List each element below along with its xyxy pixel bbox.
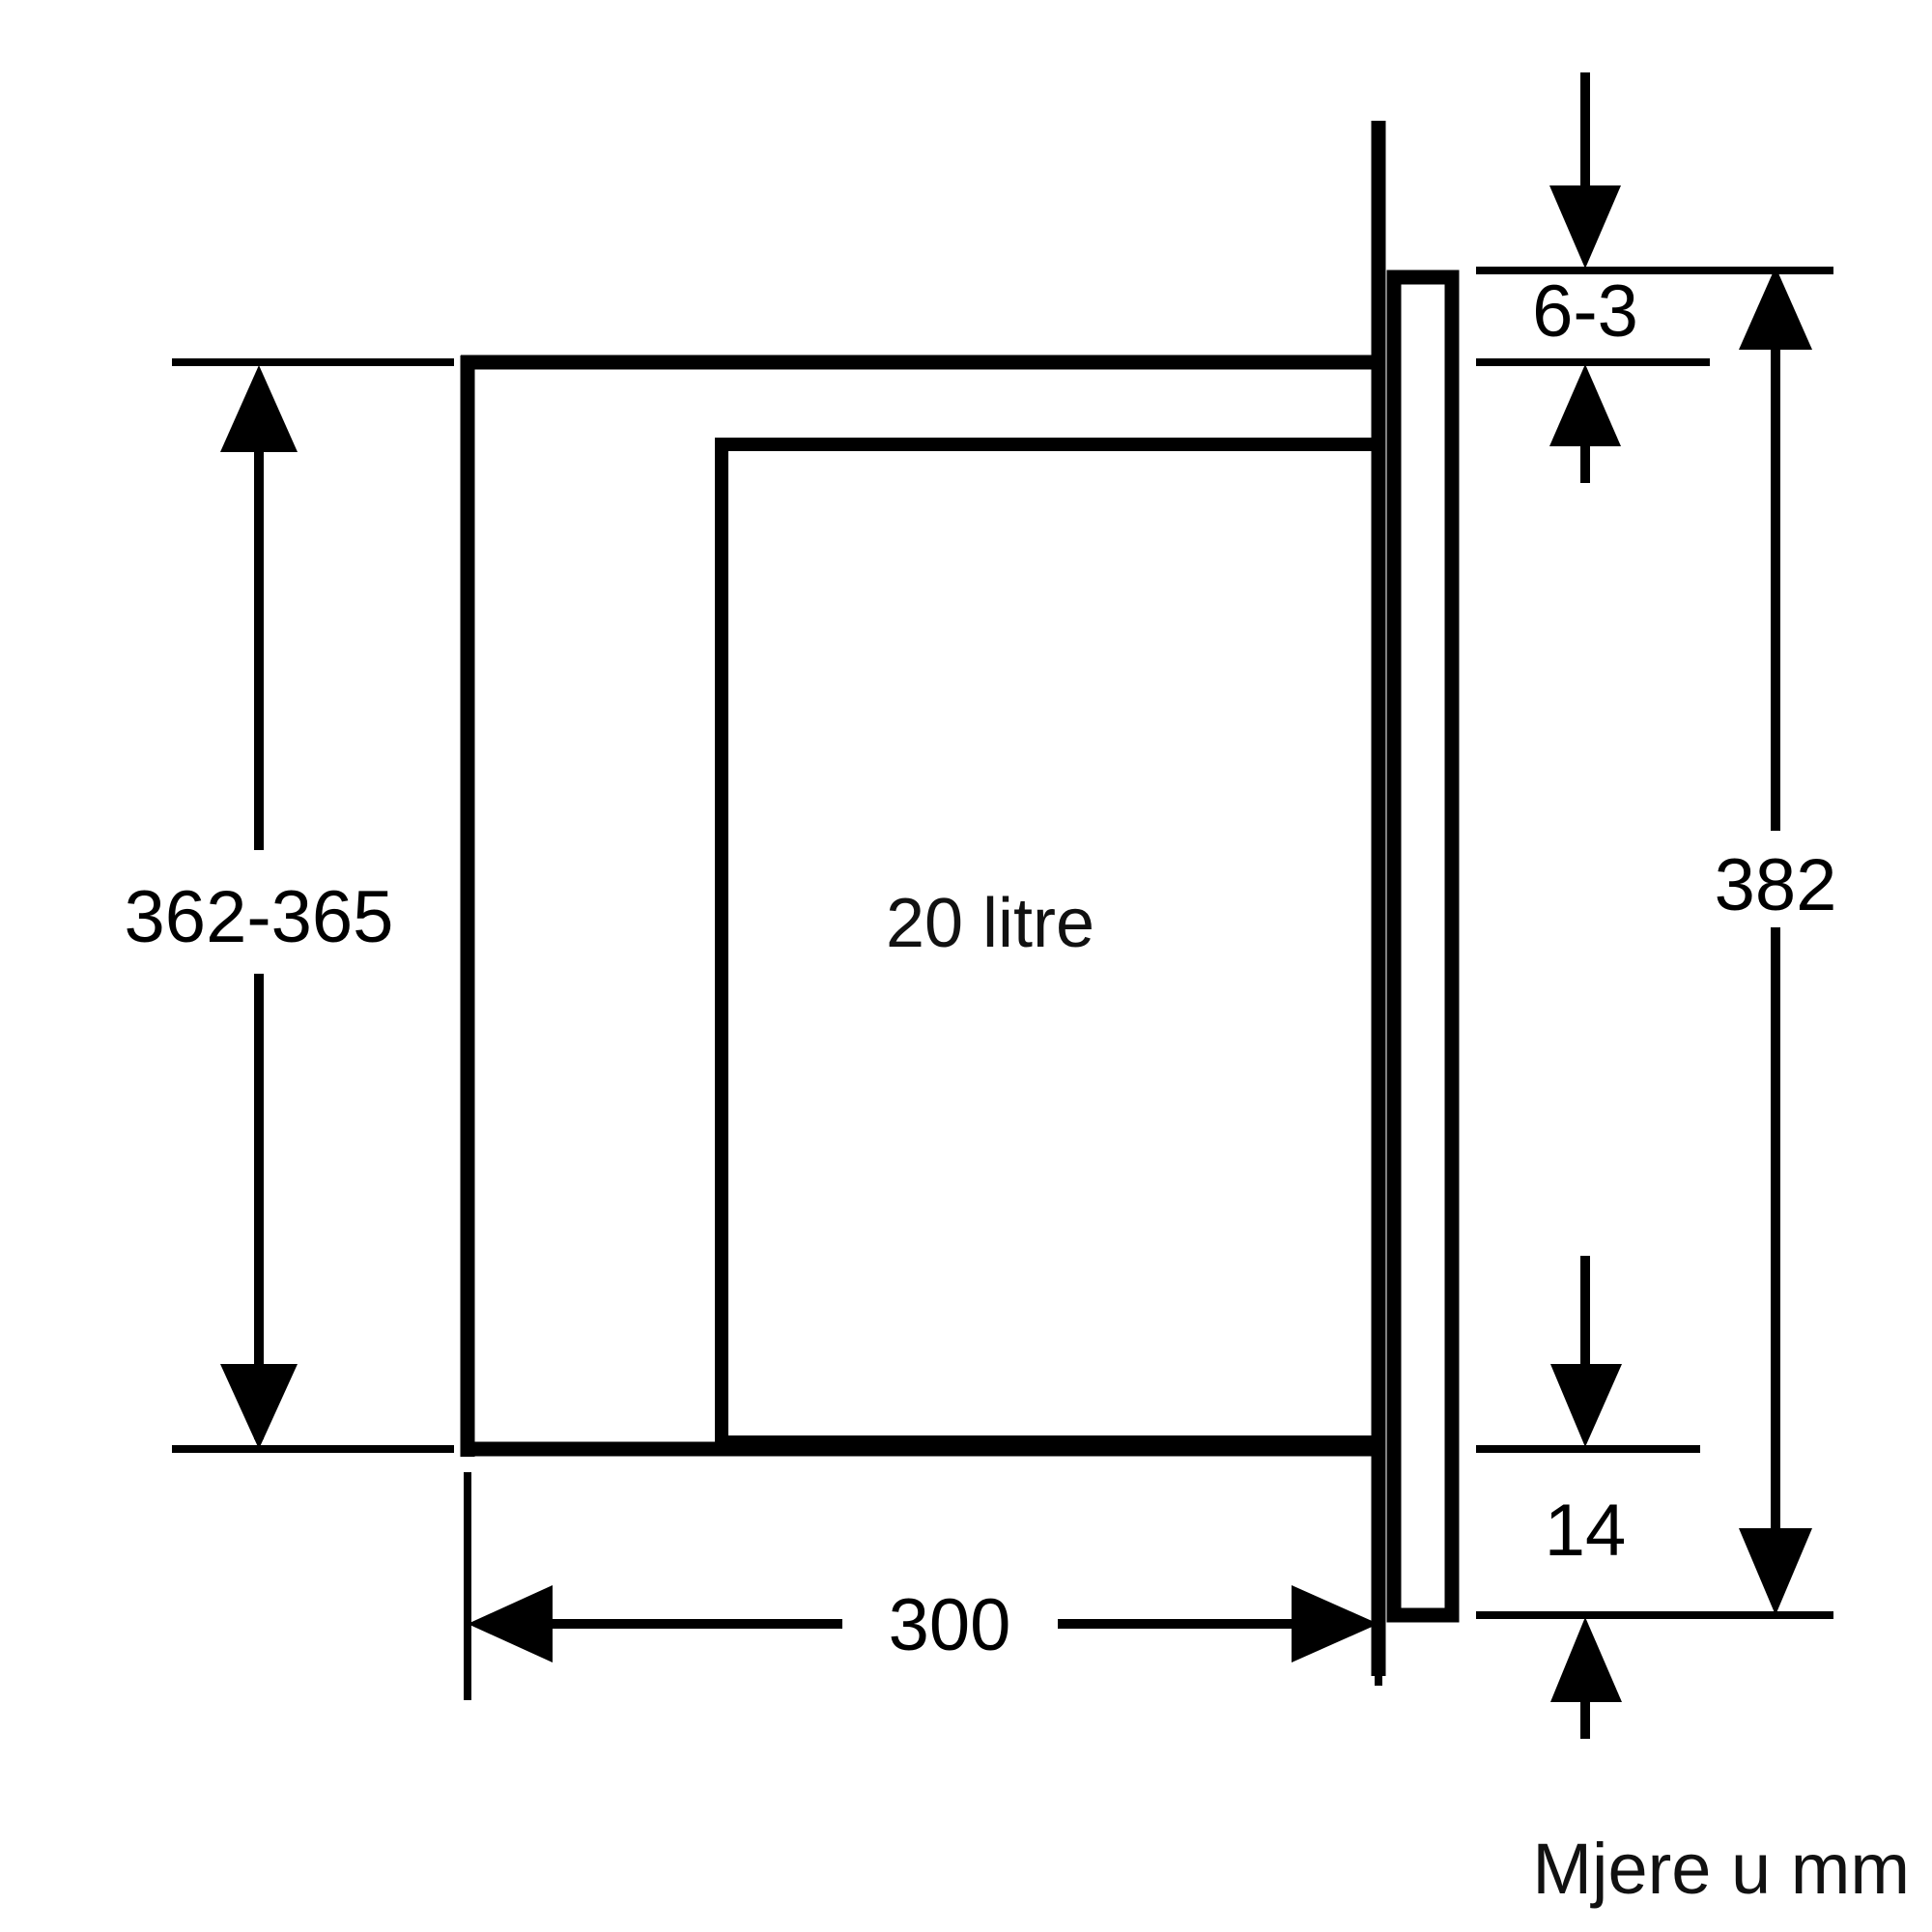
extension-lines	[172, 267, 1833, 1700]
dim-label-front-gap: 6-3	[1532, 270, 1638, 353]
dim-14-arrowhead-up	[1550, 1617, 1622, 1702]
door-panel-rect	[1386, 270, 1460, 1623]
dim-label-total-height: 382	[1715, 844, 1837, 926]
dimension-total-height: 382	[1715, 267, 1837, 1615]
cavity-capacity-label: 20 litre	[886, 885, 1094, 962]
dim-63-arrowhead-down	[1549, 185, 1621, 269]
dim-300-arrowhead-right	[1292, 1585, 1378, 1662]
dim-362-arrowhead-down	[220, 1364, 298, 1449]
dimension-depth: 300	[468, 1584, 1378, 1666]
dim-382-arrowhead-up	[1739, 267, 1812, 350]
dim-label-front-offset: 14	[1545, 1490, 1627, 1572]
inner-cavity-outline	[715, 438, 1378, 1449]
front-door-panel	[1386, 270, 1460, 1623]
dim-label-height-niche: 362-365	[125, 876, 394, 958]
dimension-front-offset: 14	[1545, 1256, 1627, 1739]
dim-300-arrowhead-left	[468, 1585, 553, 1662]
units-note-label: Mjere u mm	[1532, 1829, 1910, 1909]
dimension-height-niche: 362-365	[125, 365, 394, 1449]
dimension-front-gap: 6-3	[1532, 72, 1638, 483]
dim-14-arrowhead-down	[1550, 1364, 1622, 1447]
dim-382-arrowhead-down	[1739, 1528, 1812, 1615]
dim-63-arrowhead-up	[1549, 364, 1621, 446]
dim-label-depth: 300	[889, 1584, 1011, 1666]
dim-362-arrowhead-up	[220, 365, 298, 452]
